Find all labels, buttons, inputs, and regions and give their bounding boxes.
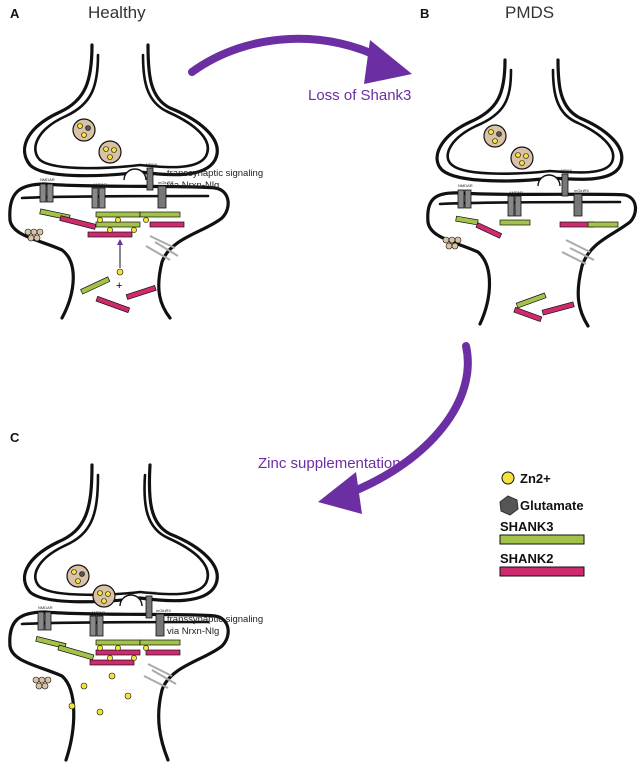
panel-a-ampar-label: AMPAR bbox=[93, 182, 107, 187]
arrow-top-label: Loss of Shank3 bbox=[308, 87, 411, 104]
panel-c-znt3-cluster bbox=[32, 676, 52, 690]
legend-label-shank3: SHANK3 bbox=[500, 519, 553, 534]
panel-c-letter: C bbox=[10, 430, 20, 445]
panel-a-nrxn-label: NRXN bbox=[146, 162, 157, 167]
panel-a-signaling-line2: via Nrxn-Nlg bbox=[167, 180, 219, 191]
panel-c-nmdar-icon: NMDAR bbox=[37, 605, 53, 631]
panel-b-postsynaptic-membrane bbox=[426, 191, 637, 328]
legend-label-glutamate: Glutamate bbox=[520, 498, 584, 513]
panel-a-free-shank2 bbox=[95, 295, 131, 314]
panel-b-mglur5-icon: mGluR5 bbox=[573, 188, 589, 217]
panel-a-vesicle-1 bbox=[72, 118, 96, 142]
panel-b-postsynaptic-left bbox=[426, 220, 492, 326]
panel-b-ampar-icon: AMPAR bbox=[507, 190, 523, 217]
panel-a-signaling-line1: transsynaptic signaling bbox=[167, 168, 263, 179]
arrow-zinc-supplementation: Zinc supplementation bbox=[258, 342, 472, 514]
panel-a-free-shank2b bbox=[125, 285, 157, 300]
panel-b-actin bbox=[561, 239, 595, 265]
panel-a-vesicle-2 bbox=[98, 140, 122, 164]
panel-c-presynaptic-membrane bbox=[22, 463, 219, 604]
panel-c-free-zinc bbox=[68, 672, 132, 716]
panel-b-nrxn-icon: NRXN bbox=[561, 168, 572, 197]
panel-c-signaling-line1: transsynaptic signaling bbox=[167, 614, 263, 625]
legend-label-shank2: SHANK2 bbox=[500, 551, 553, 566]
panel-c-scaffold bbox=[35, 636, 181, 666]
panel-c-mglur5-icon: mGluR5 bbox=[155, 608, 171, 637]
panel-b-nmdar-label: NMDAR bbox=[458, 183, 473, 188]
panel-c-nmdar-label: NMDAR bbox=[38, 605, 53, 610]
panel-a-actin bbox=[145, 235, 179, 261]
panel-a-fusing-vesicle bbox=[123, 168, 147, 181]
legend: Zn2+ Glutamate SHANK3 SHANK2 bbox=[499, 471, 585, 577]
panel-a-ampar-icon: AMPAR bbox=[91, 182, 107, 209]
panel-b-psd-line bbox=[438, 200, 622, 206]
panel-c: C NMDAR AMPAR bbox=[8, 430, 263, 762]
panel-a-mglur5-label: mGluR5 bbox=[158, 180, 173, 185]
panel-c-postsynaptic-left bbox=[8, 644, 76, 762]
panel-a-title: Healthy bbox=[88, 3, 146, 22]
panel-a-scaffold bbox=[39, 208, 185, 238]
panel-b-free-shank3 bbox=[515, 292, 547, 309]
panel-c-nrxn-label: NRXN bbox=[145, 590, 156, 595]
panel-b-letter: B bbox=[420, 6, 429, 21]
panel-a-letter: A bbox=[10, 6, 20, 21]
legend-item-shank3: SHANK3 bbox=[499, 519, 585, 545]
panel-b-nmdar-icon: NMDAR bbox=[457, 183, 473, 209]
legend-item-glutamate: Glutamate bbox=[499, 495, 584, 516]
panel-a-postsynaptic-membrane bbox=[8, 182, 230, 320]
panel-b-scaffold bbox=[455, 215, 619, 239]
panel-a-nmdar-label: NMDAR bbox=[40, 177, 55, 182]
panel-a-presynaptic-inner bbox=[34, 53, 209, 170]
panel-a: A Healthy NMDAR bbox=[8, 3, 263, 320]
panel-b-fusing-vesicle bbox=[537, 174, 561, 187]
shank2-bar-icon bbox=[499, 566, 585, 577]
panel-c-vesicle-2 bbox=[92, 584, 116, 608]
panel-c-mglur5-label: mGluR5 bbox=[156, 608, 171, 613]
panel-b-free-shank2b bbox=[541, 301, 575, 316]
panel-c-ampar-label: AMPAR bbox=[91, 610, 105, 615]
panel-a-mglur5-icon: mGluR5 bbox=[157, 180, 173, 209]
legend-label-zinc: Zn2+ bbox=[520, 471, 551, 486]
panel-c-actin bbox=[143, 663, 177, 689]
panel-a-free-shank3 bbox=[80, 276, 111, 295]
panel-a-nrxn-icon: NRXN bbox=[146, 162, 157, 191]
panel-c-psd-line bbox=[20, 620, 210, 626]
legend-item-zinc: Zn2+ bbox=[501, 471, 551, 486]
panel-b-znt3-cluster bbox=[442, 236, 462, 250]
panel-a-presynaptic-membrane bbox=[23, 43, 219, 178]
panel-b-vesicle-2 bbox=[510, 146, 534, 170]
panel-c-fusing-vesicle bbox=[119, 594, 143, 607]
panel-a-znt3-cluster bbox=[24, 228, 44, 242]
zinc-dot-icon bbox=[501, 471, 515, 485]
panel-b-nrxn-label: NRXN bbox=[561, 168, 572, 173]
panel-b: B PMDS NMDAR AMPAR bbox=[420, 3, 637, 328]
panel-c-vesicle-1 bbox=[66, 564, 90, 588]
panel-b-mglur5-label: mGluR5 bbox=[574, 188, 589, 193]
panel-a-nmdar-icon: NMDAR bbox=[39, 177, 55, 203]
shank3-bar-icon bbox=[499, 534, 585, 545]
arrow-loss-of-shank3: Loss of Shank3 bbox=[188, 34, 412, 104]
panel-c-signaling-line2: via Nrxn-Nlg bbox=[167, 626, 219, 637]
glutamate-hexagon-icon bbox=[499, 495, 519, 516]
panel-b-free-shank2 bbox=[513, 306, 543, 323]
panel-b-vesicle-1 bbox=[483, 124, 507, 148]
legend-item-shank2: SHANK2 bbox=[499, 551, 585, 577]
panel-c-ampar-icon: AMPAR bbox=[89, 610, 105, 637]
panel-c-presynaptic-inner bbox=[34, 473, 209, 597]
panel-b-ampar-label: AMPAR bbox=[509, 190, 523, 195]
panel-c-nrxn-icon: NRXN bbox=[145, 590, 156, 619]
panel-a-postsynaptic-left bbox=[8, 218, 75, 320]
panel-a-plus-sign: + bbox=[116, 280, 122, 292]
arrow-middle-label: Zinc supplementation bbox=[258, 455, 401, 472]
panel-b-presynaptic-inner bbox=[446, 68, 615, 175]
panel-b-title: PMDS bbox=[505, 3, 554, 22]
